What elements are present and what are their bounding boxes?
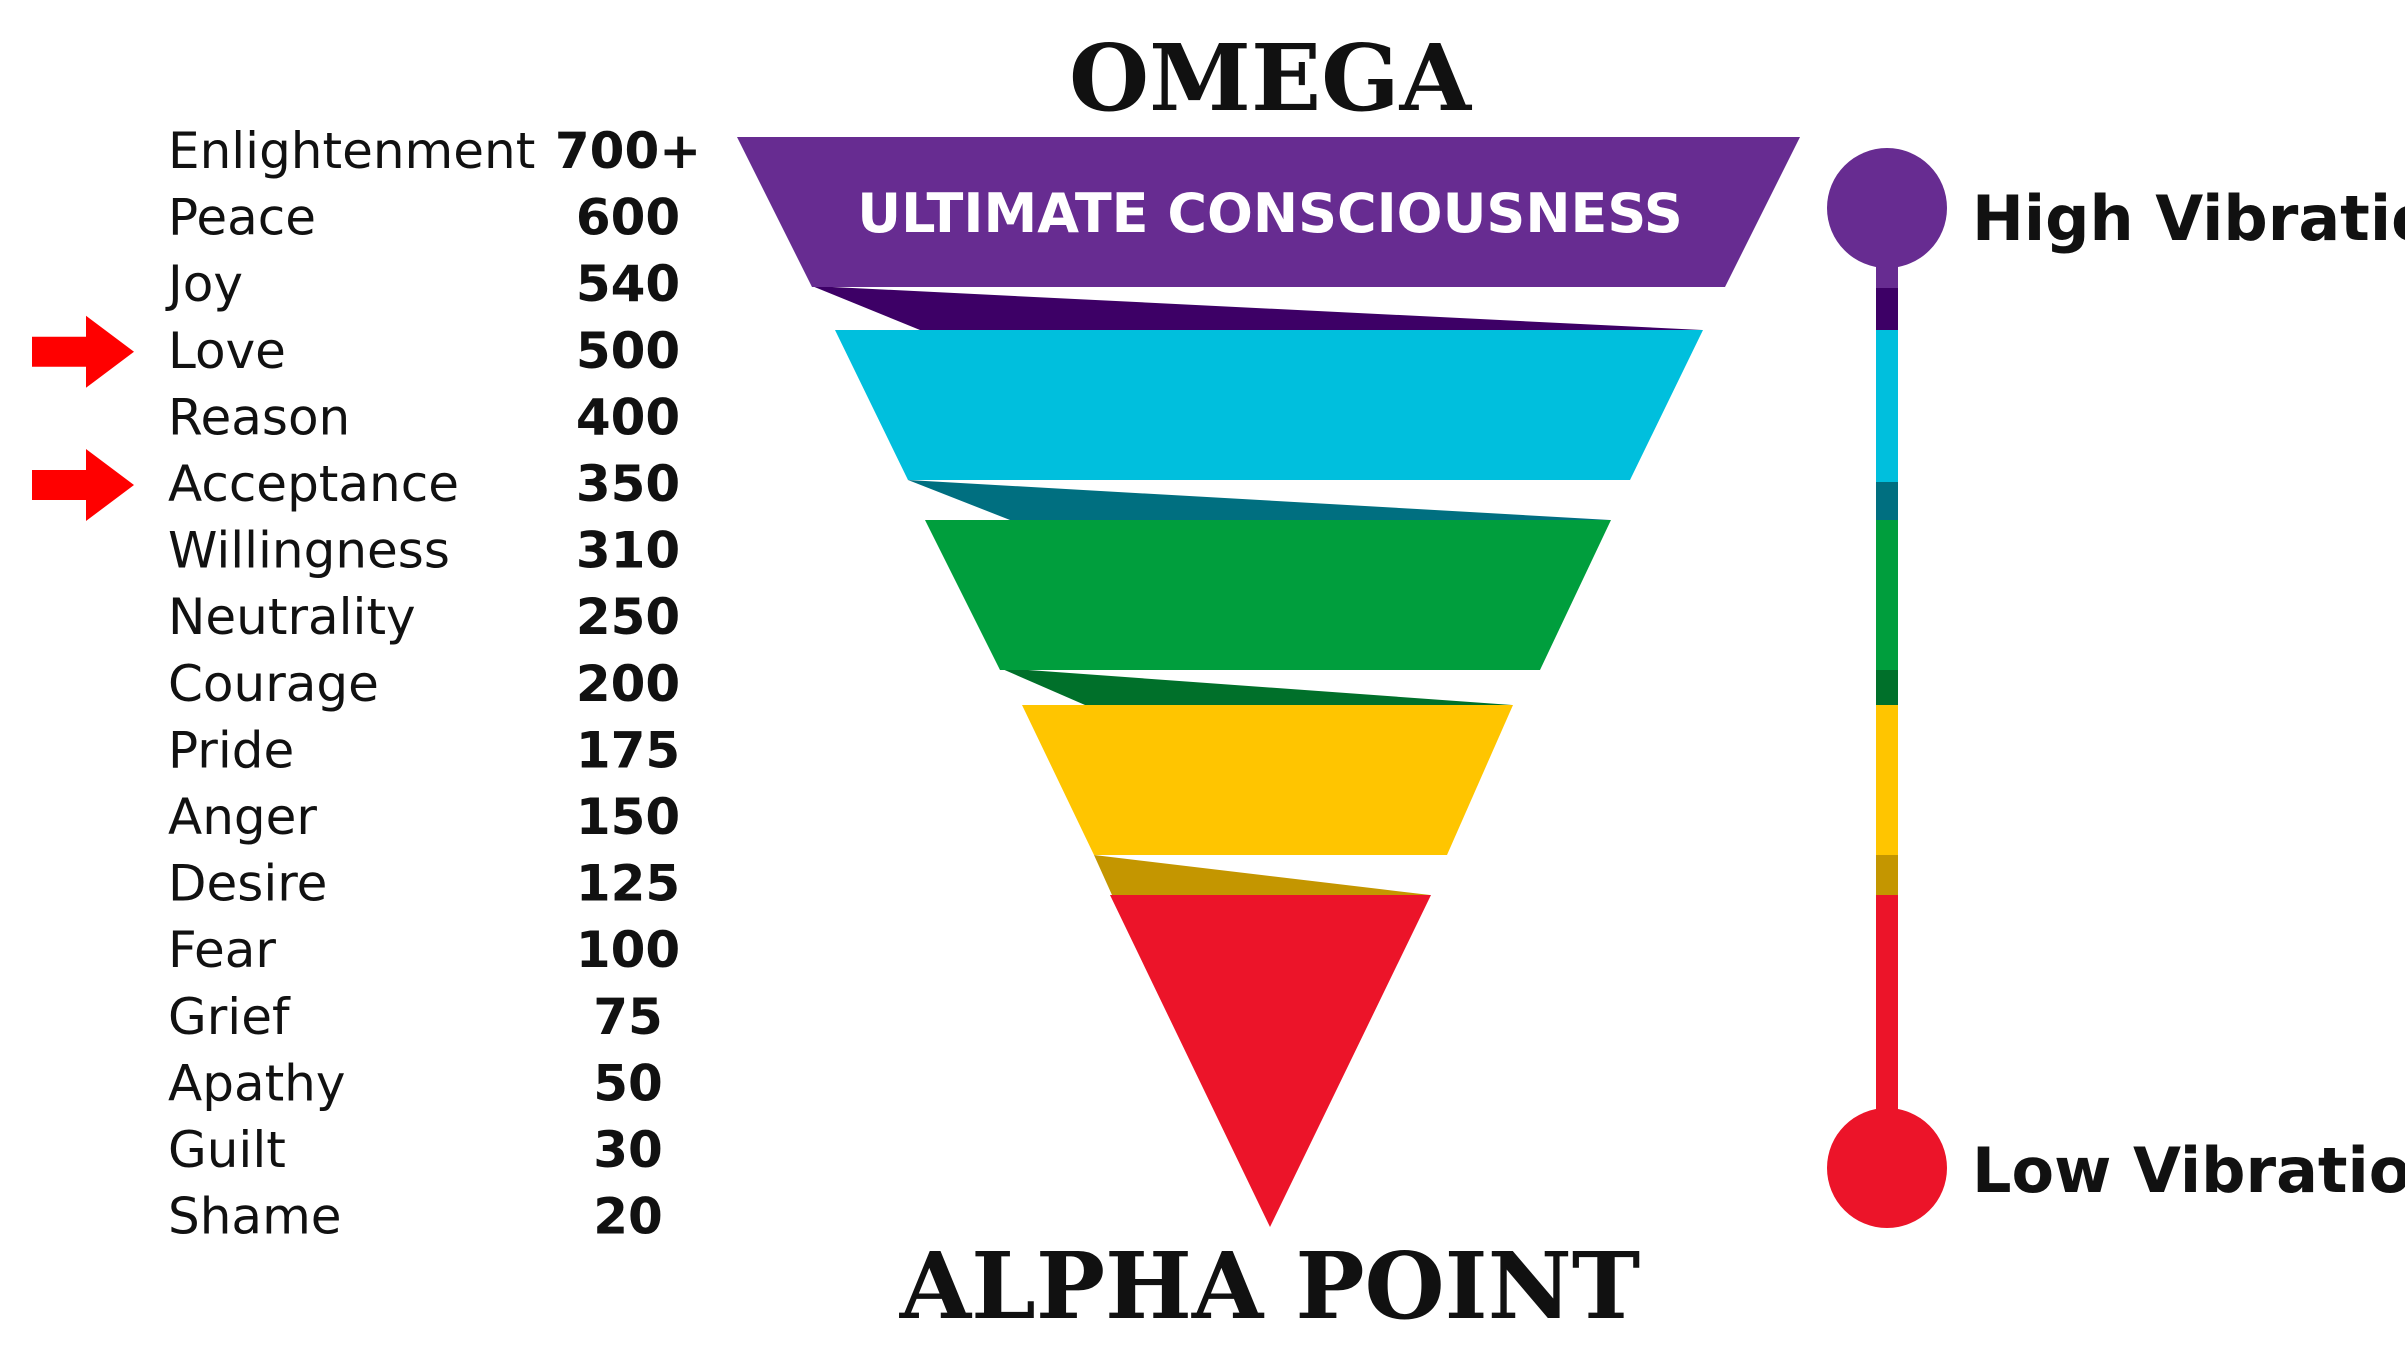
ultimate-consciousness-label: ULTIMATE CONSCIOUSNESS [857, 182, 1683, 245]
level-value: 200 [576, 655, 680, 713]
scale-seg-green [1876, 520, 1898, 670]
vibration-scale: High Vibration Low Vibration [1827, 148, 2405, 1228]
funnel-band-red [1110, 895, 1431, 1227]
level-value: 50 [593, 1054, 663, 1112]
level-name: Pride [168, 721, 294, 779]
funnel-band-green [925, 520, 1611, 670]
funnel-purple-shadow [812, 286, 1702, 330]
funnel: ULTIMATE CONSCIOUSNESS [737, 137, 1800, 1227]
high-vibration-label: High Vibration [1972, 182, 2405, 255]
level-value: 500 [576, 322, 680, 380]
level-name: Love [168, 322, 286, 380]
level-value: 310 [576, 522, 680, 580]
level-value: 150 [576, 788, 680, 846]
level-name: Courage [168, 655, 379, 713]
level-value: 250 [576, 588, 680, 646]
level-value: 700+ [555, 122, 701, 180]
level-name: Acceptance [168, 455, 459, 513]
scale-seg-yellow [1876, 705, 1898, 855]
alpha-point-title: ALPHA POINT [899, 1232, 1641, 1340]
level-name: Enlightenment [168, 122, 535, 180]
level-value: 350 [576, 455, 680, 513]
level-name: Reason [168, 388, 350, 446]
funnel-green-shadow [1000, 668, 1512, 705]
level-name: Joy [165, 255, 243, 313]
level-value: 75 [593, 988, 663, 1046]
low-vibration-dot [1827, 1108, 1947, 1228]
funnel-yellow-shadow [1094, 855, 1430, 895]
level-name: Shame [168, 1188, 342, 1246]
high-vibration-dot [1827, 148, 1947, 268]
level-name: Neutrality [168, 588, 416, 646]
pointer-arrow-icon [32, 315, 134, 388]
scale-seg-red [1876, 895, 1898, 1170]
level-name: Peace [168, 189, 316, 247]
level-name: Guilt [168, 1121, 286, 1179]
level-name: Apathy [168, 1054, 345, 1112]
level-name: Willingness [168, 522, 450, 580]
pointer-arrow-icon [32, 449, 134, 521]
scale-seg-green-dark [1876, 670, 1898, 705]
scale-seg-cyan-dark [1876, 482, 1898, 520]
funnel-cyan-shadow [908, 480, 1610, 520]
funnel-band-purple [737, 137, 1800, 287]
level-name: Desire [168, 855, 327, 913]
funnel-band-cyan [835, 330, 1703, 480]
scale-seg-purple-dark [1876, 288, 1898, 330]
level-value: 600 [576, 189, 680, 247]
level-value: 125 [576, 855, 680, 913]
scale-seg-yellow-dark [1876, 855, 1898, 895]
level-value: 100 [576, 921, 680, 979]
scale-seg-cyan [1876, 330, 1898, 482]
level-name: Grief [168, 988, 291, 1046]
level-name: Anger [168, 788, 317, 846]
low-vibration-label: Low Vibration [1972, 1134, 2405, 1207]
level-name: Fear [168, 921, 276, 979]
level-value: 30 [593, 1121, 663, 1179]
level-value: 20 [593, 1188, 663, 1246]
funnel-band-yellow [1022, 705, 1513, 855]
level-value: 540 [576, 255, 680, 313]
level-value: 175 [576, 721, 680, 779]
level-value: 400 [576, 388, 680, 446]
omega-title: OMEGA [1069, 24, 1473, 132]
